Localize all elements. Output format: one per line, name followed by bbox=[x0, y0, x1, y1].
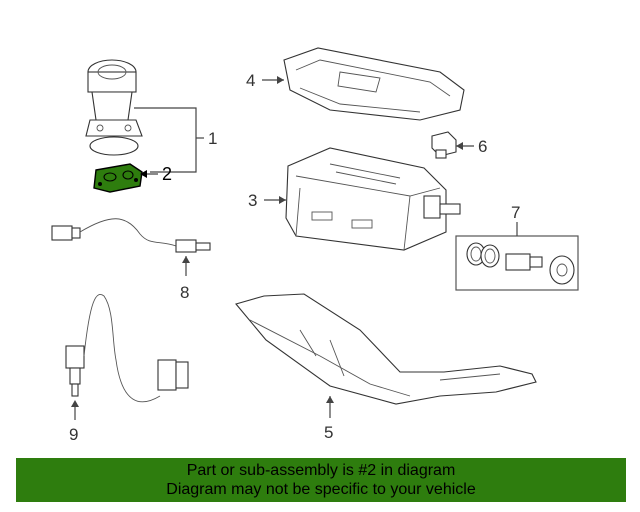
info-banner: Part or sub-assembly is #2 in diagram Di… bbox=[16, 458, 626, 502]
canister-shield-part[interactable] bbox=[283, 47, 465, 121]
connector-kit-part[interactable] bbox=[455, 235, 579, 291]
o2-sensor-part-9[interactable] bbox=[65, 294, 189, 403]
callout-8: 8 bbox=[180, 283, 189, 302]
canister-bracket-part[interactable] bbox=[235, 293, 537, 405]
callout-3: 3 bbox=[248, 191, 257, 210]
o2-sensor-part-8[interactable] bbox=[51, 218, 211, 253]
callout-7: 7 bbox=[511, 203, 520, 222]
callout-2: 2 bbox=[162, 164, 172, 184]
purge-sensor-part[interactable] bbox=[431, 131, 457, 159]
egr-gasket-part-highlighted[interactable] bbox=[93, 163, 143, 193]
banner-line-1: Part or sub-assembly is #2 in diagram bbox=[186, 462, 456, 479]
callout-4: 4 bbox=[246, 71, 255, 90]
callout-5: 5 bbox=[324, 423, 333, 442]
callout-1: 1 bbox=[208, 129, 217, 148]
vapor-canister-part[interactable] bbox=[285, 147, 461, 251]
callout-9: 9 bbox=[69, 425, 78, 444]
banner-line-2: Diagram may not be specific to your vehi… bbox=[166, 481, 476, 498]
callout-6: 6 bbox=[478, 137, 487, 156]
egr-valve-part[interactable] bbox=[85, 59, 143, 156]
parts-diagram: 1 2 4 6 3 bbox=[51, 47, 579, 444]
